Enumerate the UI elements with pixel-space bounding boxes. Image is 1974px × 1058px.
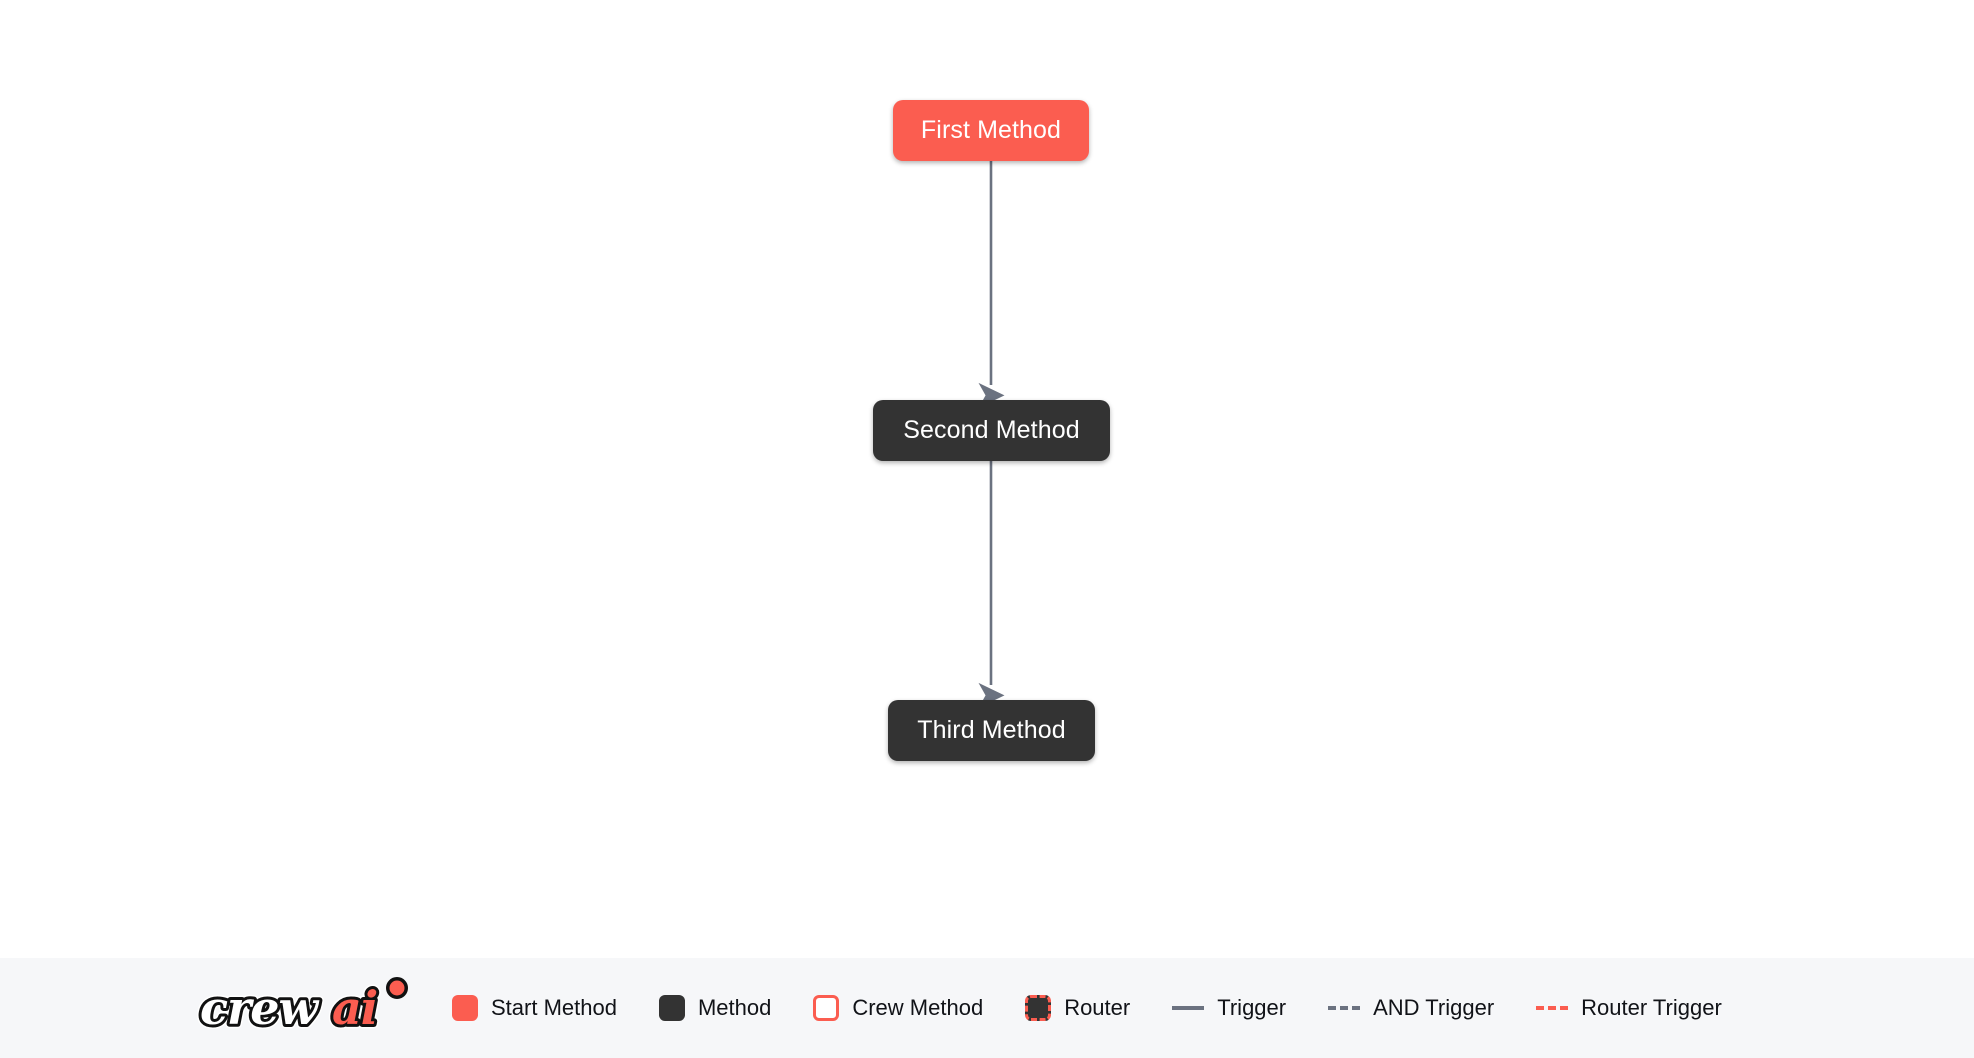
flow-node-third-method[interactable]: Third Method	[888, 700, 1095, 761]
legend-bar: crew crew crew ai ai ai Start Method Met…	[0, 958, 1974, 1058]
method-swatch-icon	[658, 995, 685, 1021]
legend-label: Method	[697, 995, 772, 1020]
legend-label: Start Method	[491, 995, 617, 1020]
svg-text:crew: crew	[200, 981, 320, 1035]
legend-item-start-method: Start Method	[452, 995, 617, 1021]
svg-text:ai: ai	[332, 981, 377, 1035]
svg-text:crew: crew	[200, 981, 320, 1035]
trigger-line-icon	[1172, 1006, 1205, 1010]
legend-item-method: Method	[658, 995, 772, 1021]
legend-item-router-trigger: Router Trigger	[1536, 997, 1722, 1019]
crewai-logo: crew crew crew ai ai ai	[196, 977, 408, 1039]
svg-text:crew: crew	[200, 981, 320, 1035]
legend-label: Router	[1064, 995, 1131, 1020]
crew-method-swatch-icon	[813, 995, 840, 1021]
flow-node-first-method[interactable]: First Method	[893, 100, 1089, 161]
legend-item-trigger: Trigger	[1172, 997, 1286, 1019]
flow-node-second-method[interactable]: Second Method	[873, 400, 1110, 461]
legend-items: Start Method Method Crew Method Router T…	[452, 995, 1722, 1021]
flow-canvas[interactable]: First Method Second Method Third Method	[0, 0, 1974, 958]
legend-label: Trigger	[1217, 995, 1287, 1020]
router-swatch-icon	[1025, 995, 1052, 1021]
legend-item-crew-method: Crew Method	[813, 995, 983, 1021]
flow-node-label: Third Method	[917, 716, 1066, 744]
flow-node-label: Second Method	[903, 416, 1080, 444]
router-trigger-line-icon	[1536, 1006, 1569, 1010]
legend-item-router: Router	[1025, 995, 1130, 1021]
and-trigger-line-icon	[1328, 1006, 1361, 1010]
legend-label: Crew Method	[852, 995, 984, 1020]
legend-label: Router Trigger	[1581, 995, 1722, 1020]
legend-label: AND Trigger	[1373, 995, 1495, 1020]
flow-node-label: First Method	[920, 116, 1062, 144]
svg-text:ai: ai	[332, 981, 377, 1035]
svg-text:ai: ai	[332, 981, 377, 1035]
legend-item-and-trigger: AND Trigger	[1328, 997, 1494, 1019]
start-method-swatch-icon	[452, 995, 478, 1021]
